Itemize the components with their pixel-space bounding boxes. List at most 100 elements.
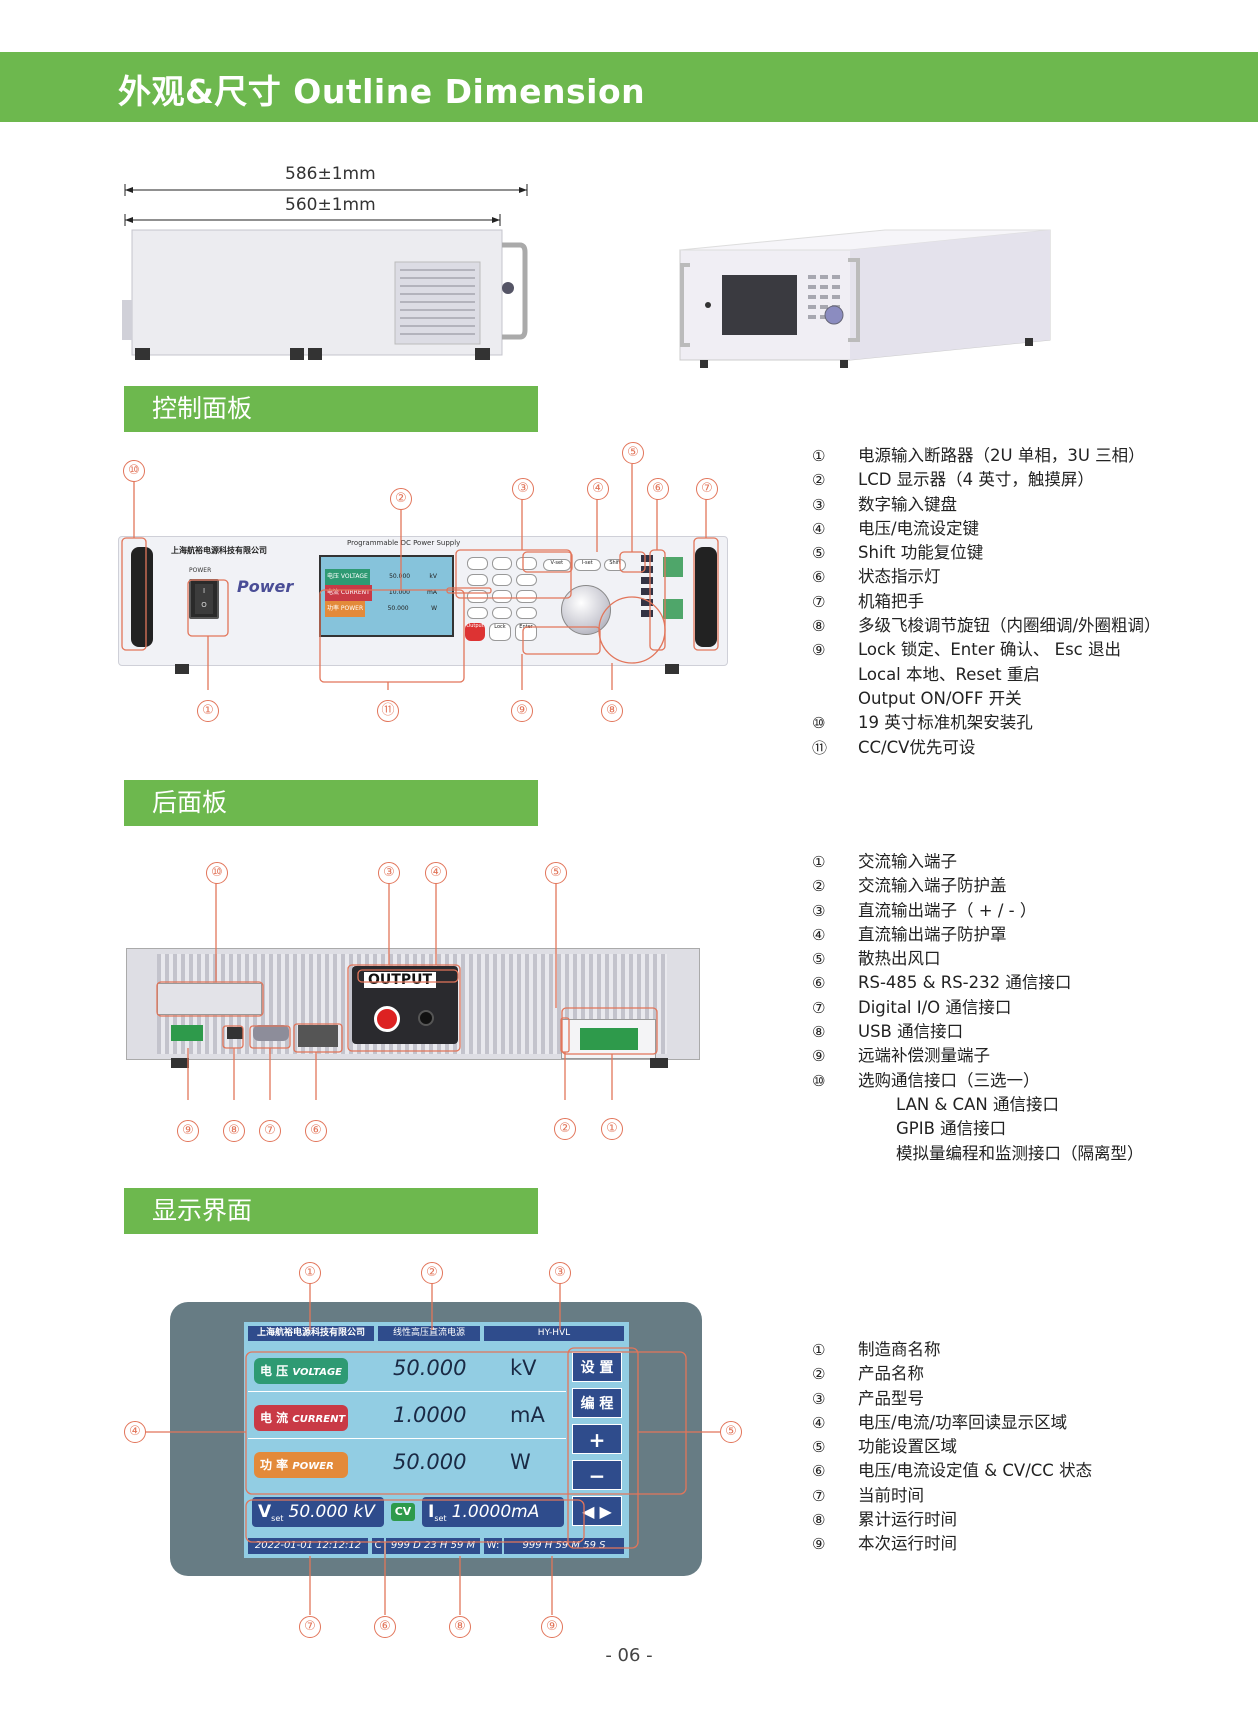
callout-7: ⑦ [696,478,718,500]
vset-value: 50.000 kV [288,1502,375,1522]
current-label-cn: 电 流 [260,1411,289,1425]
foot [665,664,679,674]
screen-model: HY-HVL [484,1326,624,1341]
section-display: 显示界面 [124,1188,538,1234]
setpoint-area: Vset 50.000 kV CV Iset 1.0000mA [248,1494,568,1530]
rear-panel: OUTPUT [126,948,700,1060]
current-value: 1.0000 [393,1403,467,1427]
callout-8: ⑧ [601,700,623,722]
callout-3: ③ [378,862,400,884]
function-buttons: 设 置 编 程 + − ◀ ▶ [570,1352,624,1526]
callout-8: ⑧ [449,1616,471,1638]
power-switch-label: POWER [189,567,212,574]
isometric-view [679,229,1051,368]
function-keys: Output Lock Enter [465,623,537,641]
callout-6: ⑥ [374,1616,396,1638]
callout-10: ⑩ [123,460,145,482]
left-right-arrow-button[interactable]: ◀ ▶ [572,1496,622,1526]
output-key[interactable]: Output [465,623,485,641]
power-label-cn: 功 率 [260,1458,289,1472]
output-terminal [374,1006,400,1032]
remote-sense-terminal [171,1025,203,1041]
iset-key[interactable]: I-set [573,559,601,571]
lcd-current-value: 10.000 [388,589,410,596]
power-row: 功 率 POWER 50.000 W [248,1446,566,1486]
lcd-voltage-unit: kV [429,573,437,580]
callout-5: ⑤ [720,1421,742,1443]
current-label-en: CURRENT [292,1414,346,1425]
outer-dimension: 586±1mm [285,164,376,184]
callout-7: ⑦ [299,1616,321,1638]
power-unit: W [510,1450,531,1474]
current-row: 电 流 CURRENT 1.0000 mA [248,1399,566,1439]
title-banner: 外观&尺寸 Outline Dimension [0,52,1258,122]
vset-label: V [258,1502,272,1522]
display-screen: 上海航裕电源科技有限公司 线性高压直流电源 HY-HVL 电 压 VOLTAGE… [244,1322,629,1558]
legend-item: Output ON/OFF 开关 [858,688,1022,708]
output-cover: OUTPUT [352,966,458,1044]
panel-company: 上海航裕电源科技有限公司 [171,546,267,555]
qr-code-icon [663,557,683,577]
callout-9: ⑨ [541,1616,563,1638]
vset-key[interactable]: V-set [543,559,571,571]
callout-4: ④ [425,862,447,884]
option-interface [157,983,262,1015]
callout-5: ⑤ [622,442,644,464]
legend-item: Local 本地、Reset 重启 [858,664,1040,684]
iset-sub: set [434,1514,447,1524]
lock-key[interactable]: Lock [489,623,511,641]
legend-item: LAN & CAN 通信接口 [896,1094,1059,1114]
foot [175,664,189,674]
side-view-drawing [122,184,528,360]
page-number: - 06 - [605,1645,653,1666]
vset-sub: set [271,1514,284,1524]
left-handle [131,547,153,647]
callout-2: ② [554,1118,576,1140]
callout-9: ⑨ [177,1120,199,1142]
cv-status-badge: CV [391,1503,415,1521]
callout-2: ② [390,488,412,510]
iset-display: Iset 1.0000mA [422,1497,564,1527]
settings-button[interactable]: 设 置 [572,1352,622,1382]
voltage-unit: kV [510,1356,537,1380]
callout-2: ② [421,1262,443,1284]
callout-5: ⑤ [545,862,567,884]
ac-input-cover [561,1019,656,1059]
lcd-voltage-value: 50.000 [389,573,411,580]
increase-button[interactable]: + [572,1424,622,1454]
callout-10: ⑩ [206,862,228,884]
lcd-power-label: 功率 POWER [325,601,366,617]
callout-3: ③ [549,1262,571,1284]
voltage-row: 电 压 VOLTAGE 50.000 kV [248,1352,566,1392]
decrease-button[interactable]: − [572,1460,622,1490]
lcd-power-value: 50.000 [387,605,409,612]
lcd-voltage-label: 电压 VOLTAGE [325,569,370,585]
panel-title: Programmable DC Power Supply [347,539,461,547]
lcd-power-unit: W [431,605,437,612]
program-button[interactable]: 编 程 [572,1388,622,1418]
power-value: 50.000 [393,1450,467,1474]
front-callout-lines [121,464,719,690]
callout-6: ⑥ [647,478,669,500]
callout-7: ⑦ [259,1120,281,1142]
numeric-keypad[interactable] [467,557,537,619]
rear-callout-lines [156,880,658,1100]
